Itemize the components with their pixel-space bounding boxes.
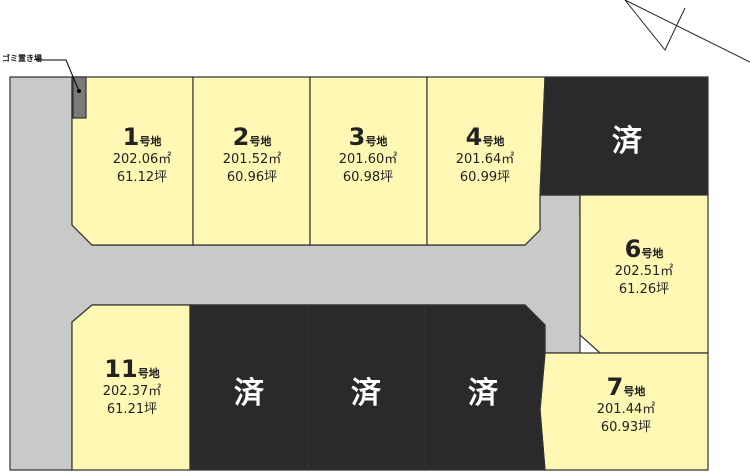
- sold-mark: 済: [234, 376, 264, 411]
- lot-8-sold[interactable]: [424, 304, 546, 471]
- sold-mark: 済: [468, 376, 498, 411]
- sold-mark: 済: [612, 124, 642, 159]
- sold-mark: 済: [351, 376, 381, 411]
- north-arrow-icon: [624, 0, 750, 63]
- garbage-leader-line: [36, 59, 80, 92]
- lot-11[interactable]: [71, 304, 191, 471]
- garbage-area: [72, 76, 87, 119]
- lot-1[interactable]: [71, 76, 194, 246]
- garbage-label: ゴミ置き場: [2, 54, 42, 63]
